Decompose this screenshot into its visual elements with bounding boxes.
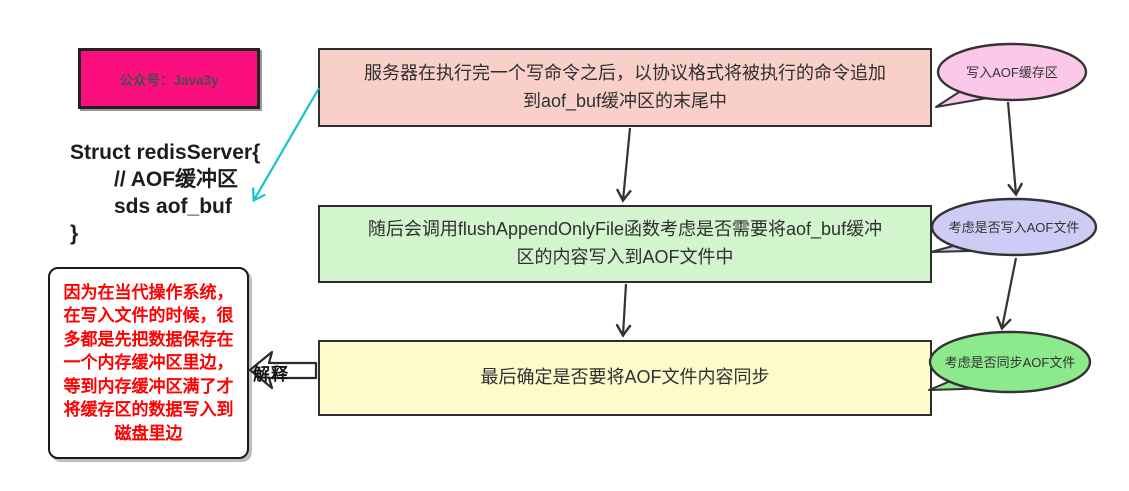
bubble-1-label: 写入AOF缓存区 — [966, 65, 1058, 80]
bubble-2-label: 考虑是否写入AOF文件 — [949, 220, 1080, 235]
cyan-pointer-arrow — [254, 87, 320, 200]
flow-step-1-text: 服务器在执行完一个写命令之后，以协议格式将被执行的命令追加 到aof_buf缓冲… — [364, 62, 886, 111]
bubble-1: 写入AOF缓存区 — [935, 42, 1088, 108]
watermark-box: 公众号：Java3y — [78, 48, 260, 109]
struct-code: Struct redisServer{ // AOF缓冲区 sds aof_bu… — [70, 140, 260, 248]
bubble-3-label: 考虑是否同步AOF文件 — [945, 355, 1076, 370]
struct-code-line: Struct redisServer{ — [70, 141, 261, 164]
explain-label: 解释 — [253, 365, 289, 384]
arrow-step2-step3 — [623, 283, 626, 335]
bubble-2: 考虑是否写入AOF文件 — [930, 197, 1098, 257]
struct-code-line: // AOF缓冲区 — [114, 167, 239, 191]
flow-step-1: 服务器在执行完一个写命令之后，以协议格式将被执行的命令追加 到aof_buf缓冲… — [318, 48, 932, 127]
bubble-3: 考虑是否同步AOF文件 — [928, 330, 1092, 394]
note-text: 因为在当代操作系统， 在写入文件的时候，很 多都是先把数据保存在 一个内存缓冲区… — [63, 282, 234, 443]
struct-code-line: sds aof_buf — [114, 194, 232, 218]
arrow-bubble2-bubble3 — [1002, 257, 1018, 328]
bubble-2-ellipse — [930, 197, 1098, 257]
flow-step-2-text: 随后会调用flushAppendOnlyFile函数考虑是否需要将aof_buf… — [367, 219, 883, 267]
bubble-3-ellipse — [928, 330, 1092, 394]
arrow-bubble1-bubble2 — [1006, 101, 1016, 194]
flow-step-3-text: 最后确定是否要将AOF文件内容同步 — [480, 367, 770, 388]
bubble-1-ellipse — [936, 42, 1088, 102]
watermark-label: 公众号：Java3y — [119, 72, 219, 88]
note-box: 因为在当代操作系统， 在写入文件的时候，很 多都是先把数据保存在 一个内存缓冲区… — [48, 267, 249, 459]
explain-arrow — [248, 350, 318, 390]
flow-step-3: 最后确定是否要将AOF文件内容同步 — [318, 340, 932, 416]
struct-code-line: } — [70, 221, 79, 245]
arrow-step1-step2 — [623, 127, 630, 200]
flow-step-2: 随后会调用flushAppendOnlyFile函数考虑是否需要将aof_buf… — [318, 205, 932, 283]
